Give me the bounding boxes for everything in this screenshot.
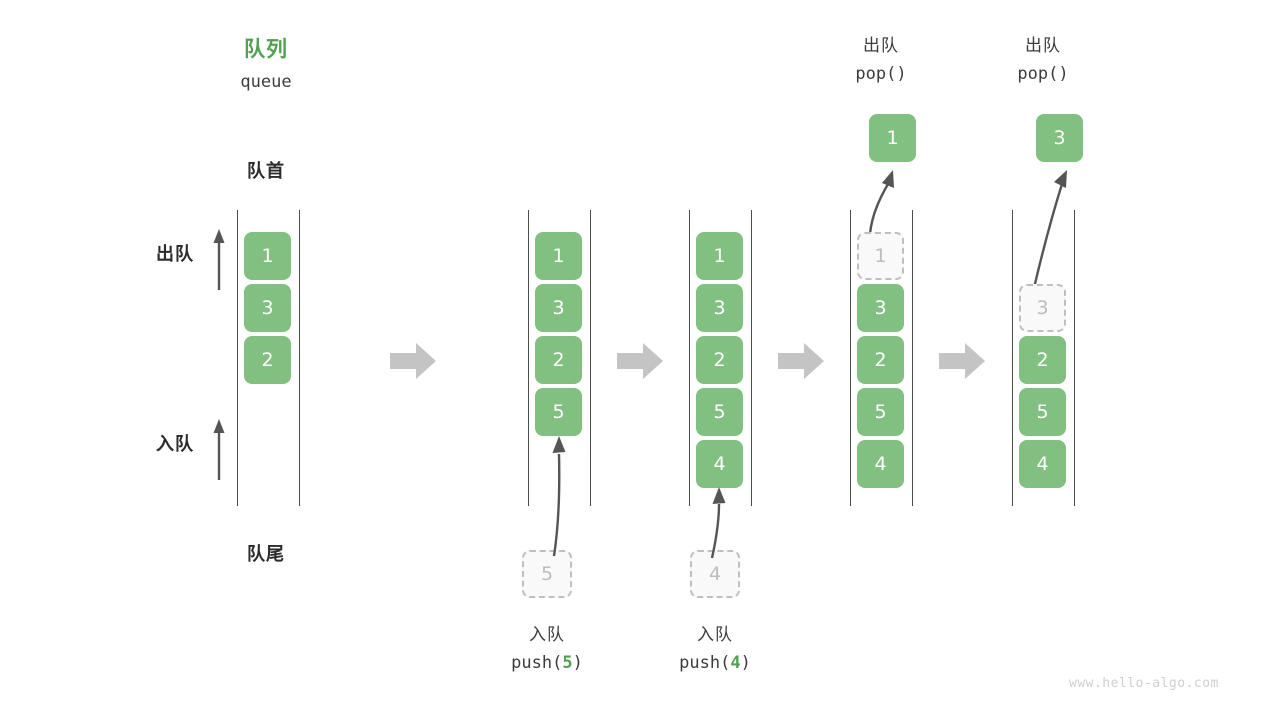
- queue-rail-right-stage3: [751, 210, 752, 506]
- diagram-title-cn: 队列: [244, 38, 288, 61]
- queue-item: 3: [696, 284, 743, 332]
- push-caption-code: push(5): [511, 653, 583, 673]
- pop-3-caption: 出队 pop(): [963, 31, 1123, 89]
- pop-caption-cn: 出队: [863, 36, 899, 55]
- push-5-caption: 入队 push(5): [467, 620, 627, 678]
- queue-rail-right-stage1: [299, 210, 300, 506]
- queue-item: 2: [696, 336, 743, 384]
- queue-item-removed: 3: [1019, 284, 1066, 332]
- enqueue-label: 入队: [156, 434, 194, 454]
- queue-item: 5: [696, 388, 743, 436]
- queue-item: 2: [857, 336, 904, 384]
- pop-caption-code: pop(): [855, 64, 907, 84]
- queue-rail-right-stage2: [590, 210, 591, 506]
- dequeue-label: 出队: [156, 244, 194, 264]
- push-caption-cn: 入队: [697, 625, 733, 644]
- queue-rail-left-stage3: [689, 210, 690, 506]
- queue-item: 1: [244, 232, 291, 280]
- queue-rail-right-stage4: [912, 210, 913, 506]
- queue-item: 2: [244, 336, 291, 384]
- popped-value-box: 1: [869, 114, 916, 162]
- queue-item-removed: 1: [857, 232, 904, 280]
- pop-arrow-icon: [1032, 170, 1067, 289]
- queue-item: 2: [1019, 336, 1066, 384]
- pop-arrow-icon: [868, 170, 894, 235]
- queue-item-new: 4: [696, 440, 743, 488]
- watermark: www.hello-algo.com: [1069, 676, 1219, 691]
- step-arrow-icon: [390, 343, 436, 379]
- diagram-title-en: queue: [240, 72, 292, 92]
- queue-rail-right-stage5: [1074, 210, 1075, 506]
- dequeue-arrow-icon: [213, 229, 225, 290]
- push-caption-cn: 入队: [529, 625, 565, 644]
- queue-item: 3: [535, 284, 582, 332]
- queue-rail-left-stage5: [1012, 210, 1013, 506]
- queue-item: 4: [857, 440, 904, 488]
- push-ghost-box: 5: [522, 550, 572, 598]
- queue-item: 5: [1019, 388, 1066, 436]
- queue-item-new: 5: [535, 388, 582, 436]
- step-arrow-icon: [939, 343, 985, 379]
- enqueue-arrow-icon: [213, 419, 225, 480]
- push-caption-code: push(4): [679, 653, 751, 673]
- queue-rail-left-stage4: [850, 210, 851, 506]
- queue-item: 4: [1019, 440, 1066, 488]
- popped-value-box: 3: [1036, 114, 1083, 162]
- pop-caption-cn: 出队: [1025, 36, 1061, 55]
- push-arrow-icon: [710, 487, 726, 559]
- queue-item: 3: [244, 284, 291, 332]
- step-arrow-icon: [778, 343, 824, 379]
- push-ghost-box: 4: [690, 550, 740, 598]
- queue-item: 5: [857, 388, 904, 436]
- queue-tail-label: 队尾: [247, 544, 285, 564]
- pop-caption-code: pop(): [1017, 64, 1069, 84]
- queue-item: 2: [535, 336, 582, 384]
- queue-item: 1: [696, 232, 743, 280]
- queue-item: 3: [857, 284, 904, 332]
- pop-1-caption: 出队 pop(): [801, 31, 961, 89]
- step-arrow-icon: [617, 343, 663, 379]
- queue-rail-left-stage2: [528, 210, 529, 506]
- queue-item: 1: [535, 232, 582, 280]
- push-arrow-icon: [552, 436, 566, 557]
- push-4-caption: 入队 push(4): [635, 620, 795, 678]
- queue-head-label: 队首: [247, 161, 285, 181]
- queue-rail-left-stage1: [237, 210, 238, 506]
